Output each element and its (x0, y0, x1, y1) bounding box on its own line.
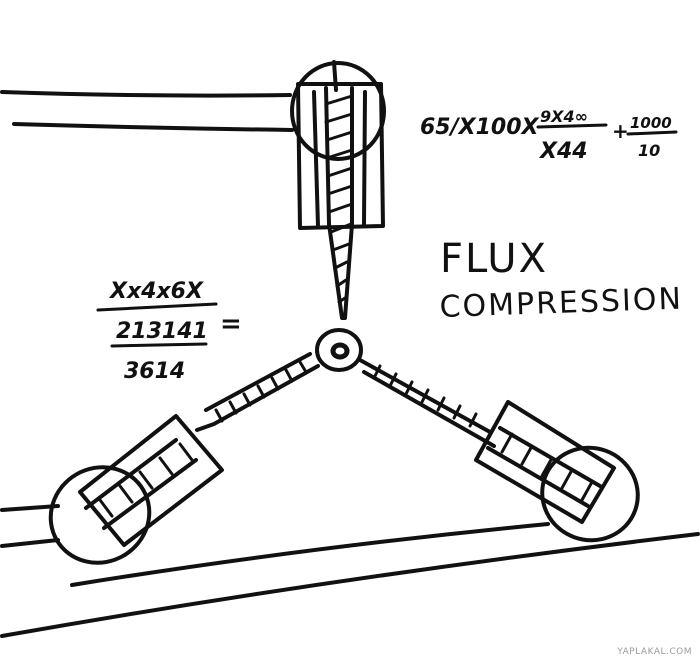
top-equation-fraction1-denominator: X44 (538, 139, 588, 164)
center-node-ring (315, 328, 363, 372)
right-electrode-housing (474, 400, 616, 524)
right-electrode-inner (486, 426, 602, 508)
top-equation-fraction2-bar (626, 130, 678, 136)
top-equation-plus: + (612, 119, 629, 143)
left-equation-numerator: Xx4x6X (108, 279, 204, 304)
title-line-2: COMPRESSION (439, 282, 683, 325)
top-electrode-stem (332, 60, 338, 92)
top-electrode-housing (296, 82, 385, 230)
title-line-1: FLUX (440, 236, 548, 282)
top-wire-lower (12, 122, 294, 132)
left-equation-equals: = (220, 309, 242, 339)
right-electrode-tube (358, 358, 496, 448)
left-electrode-inner (84, 438, 198, 530)
top-equation-fraction2-numerator: 1000 (630, 114, 672, 132)
top-equation: 65/X100X 9X4∞ X44 + 1000 10 (420, 107, 678, 164)
right-electrode-bulb (540, 445, 640, 543)
top-electrode-coil (324, 94, 354, 304)
top-electrode-inner-right (362, 90, 367, 226)
center-node-core (330, 342, 350, 360)
left-electrode (48, 352, 320, 565)
site-watermark: YAPLAKAL.COM (617, 647, 692, 657)
left-equation-bar-2 (110, 342, 208, 348)
top-equation-fraction2-denominator: 10 (638, 141, 660, 160)
bottom-left-wire-lower (0, 538, 60, 548)
bottom-wire-upper (70, 522, 550, 587)
left-equation-denominator: 213141 (116, 319, 208, 344)
top-equation-fraction1-bar (536, 123, 608, 129)
top-equation-fraction1-numerator: 9X4∞ (540, 107, 588, 126)
left-electrode-housing (78, 414, 224, 547)
right-electrode (358, 358, 640, 543)
top-wire-upper (0, 90, 292, 98)
left-equation: Xx4x6X 213141 = 3614 (96, 279, 242, 384)
right-electrode-coil (372, 364, 478, 428)
left-equation-result: 3614 (124, 359, 185, 384)
left-electrode-tube (195, 352, 320, 432)
top-electrode-tube (324, 86, 354, 320)
bottom-wire-lower (0, 532, 700, 638)
top-electrode-bulb (290, 61, 386, 161)
top-electrode (290, 60, 386, 320)
top-equation-lead: 65/X100X (420, 115, 540, 140)
center-node (315, 328, 363, 372)
left-electrode-bulb (48, 465, 152, 565)
right-electrode-housing-coil (500, 432, 594, 502)
top-electrode-inner-left (312, 90, 320, 228)
left-electrode-coil (214, 360, 308, 423)
left-electrode-housing-coil (98, 442, 194, 518)
left-equation-bar (96, 302, 218, 312)
